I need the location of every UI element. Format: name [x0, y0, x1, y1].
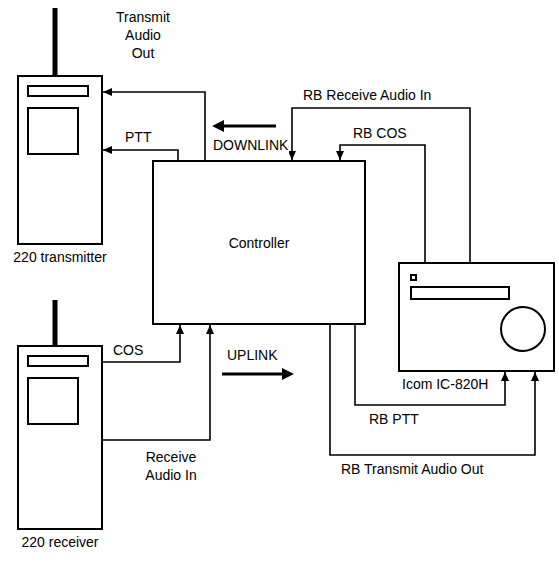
- radio-display: [27, 377, 79, 425]
- node-label: Controller: [229, 234, 290, 252]
- signal-wire: [103, 325, 210, 440]
- power-switch: [410, 274, 417, 281]
- radio-unit: 220 transmitter: [5, 75, 115, 266]
- signal-name: RB Transmit Audio Out: [340, 460, 484, 478]
- handheld-body: [17, 345, 103, 530]
- node-label: Icom IC-820H: [398, 375, 555, 393]
- radio-top-panel: [27, 355, 89, 367]
- node-label: 220 transmitter: [5, 248, 115, 266]
- flow-direction-label: UPLINK: [226, 346, 279, 364]
- signal-name: RB Receive Audio In: [302, 86, 432, 104]
- antenna: [53, 300, 58, 346]
- node-label: 220 receiver: [5, 533, 115, 551]
- flow-arrowhead: [282, 368, 294, 380]
- transceiver-body: [398, 262, 555, 372]
- signal-wire: [103, 325, 180, 362]
- signal-wire: [103, 150, 178, 160]
- signal-name: Receive Audio In: [140, 448, 202, 484]
- flow-arrowhead: [212, 120, 224, 132]
- signal-name: RB PTT: [368, 410, 420, 428]
- radio-top-panel: [27, 85, 89, 97]
- tuning-knob: [500, 306, 546, 352]
- signal-name: PTT: [124, 128, 152, 146]
- signal-name: Transmit Audio Out: [112, 8, 174, 62]
- radio-display: [27, 107, 79, 155]
- front-slot: [410, 286, 510, 300]
- signal-wire: [103, 92, 205, 160]
- flow-arrow: [222, 125, 276, 128]
- antenna: [53, 8, 58, 76]
- signal-name: COS: [112, 341, 144, 359]
- handheld-body: [17, 75, 103, 245]
- signal-name: RB COS: [352, 124, 408, 142]
- flow-direction-label: DOWNLINK: [212, 136, 289, 154]
- flow-arrow: [222, 373, 284, 376]
- controller-box: Controller: [152, 160, 366, 325]
- radio-unit: 220 receiver: [5, 345, 115, 551]
- radio-unit: Icom IC-820H: [398, 262, 555, 393]
